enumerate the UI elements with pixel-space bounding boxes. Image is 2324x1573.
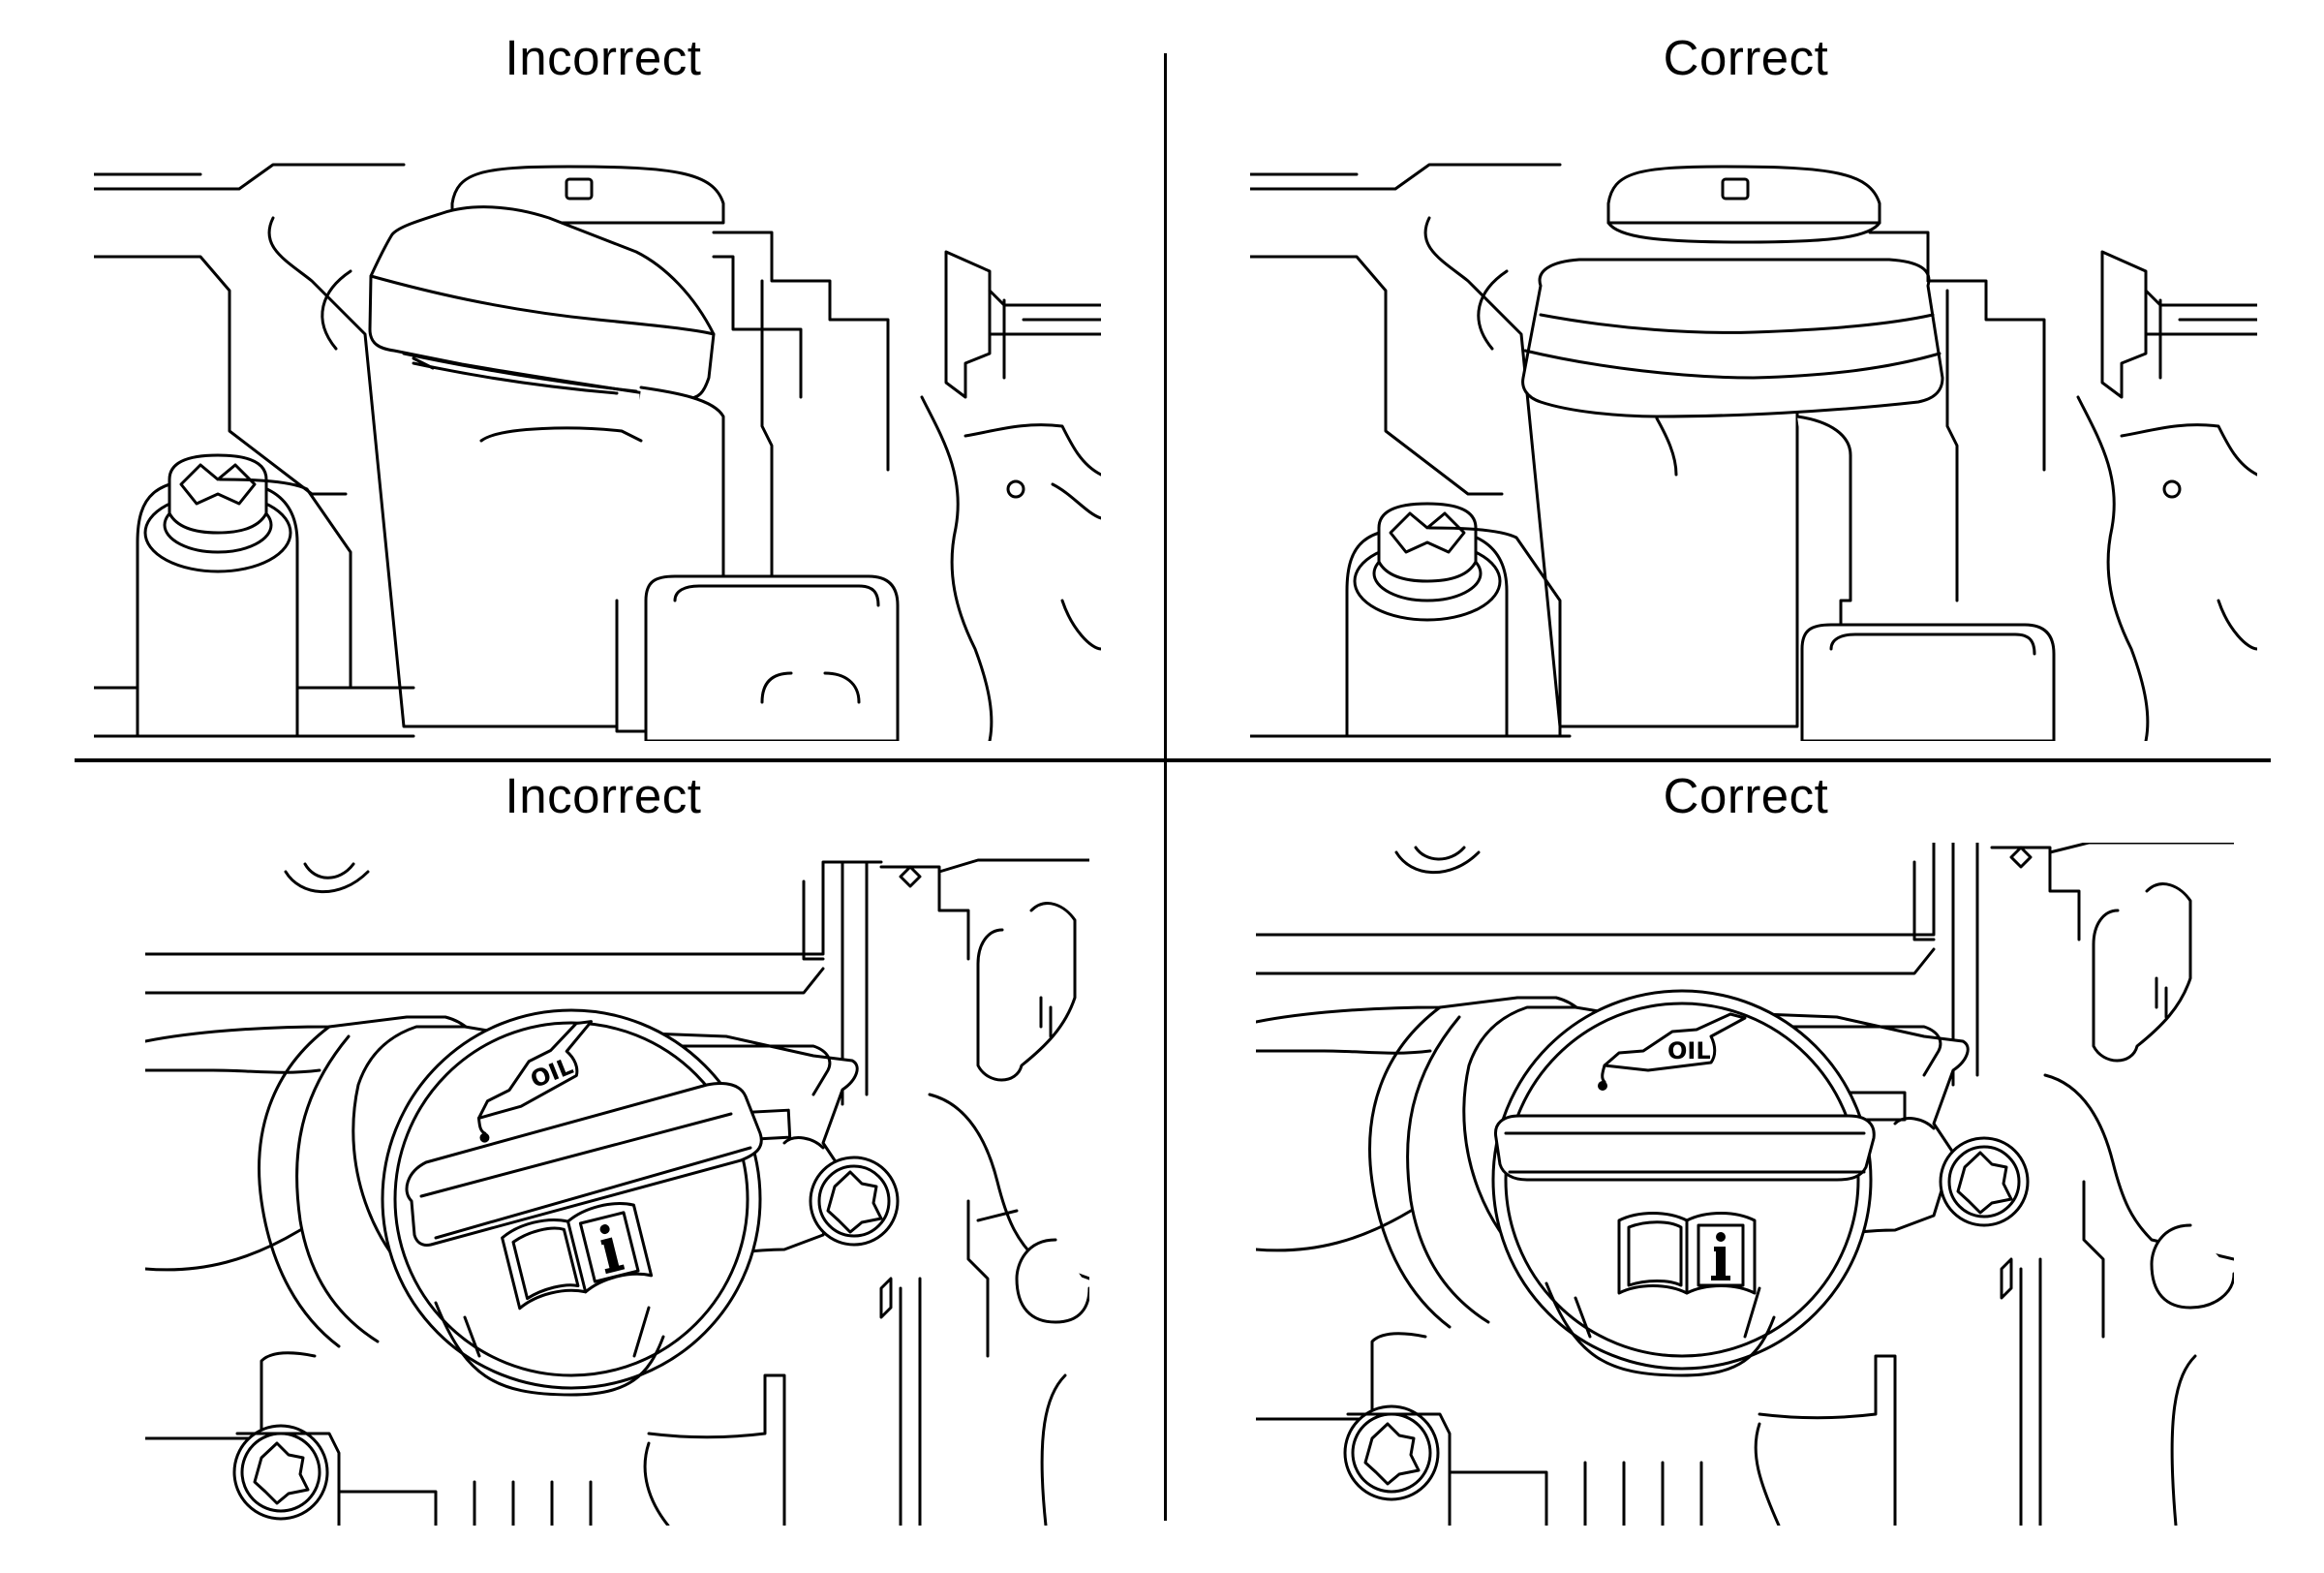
vertical-divider [1164,53,1167,1521]
oil-can-icon: OIL [1598,1014,1745,1091]
torx-bolt-icon [810,1157,898,1245]
top-view-incorrect-illustration: OIL [145,852,1089,1526]
svg-text:OIL: OIL [1667,1037,1711,1064]
info-book-icon [501,1198,652,1309]
panel-title-bottom-left: Incorrect [505,768,702,823]
horizontal-divider [75,758,2271,762]
torx-bolt-icon [1941,1138,2028,1225]
side-view-incorrect-illustration [94,145,1101,741]
panel-title-top-right: Correct [1663,30,1829,85]
panel-title-top-left: Incorrect [505,30,702,85]
side-view-correct-illustration [1250,145,2257,741]
panel-title-bottom-right: Correct [1663,768,1829,823]
oil-can-icon: OIL [453,1018,619,1143]
top-view-correct-illustration: OIL [1256,843,2234,1526]
info-book-icon [1619,1214,1755,1294]
